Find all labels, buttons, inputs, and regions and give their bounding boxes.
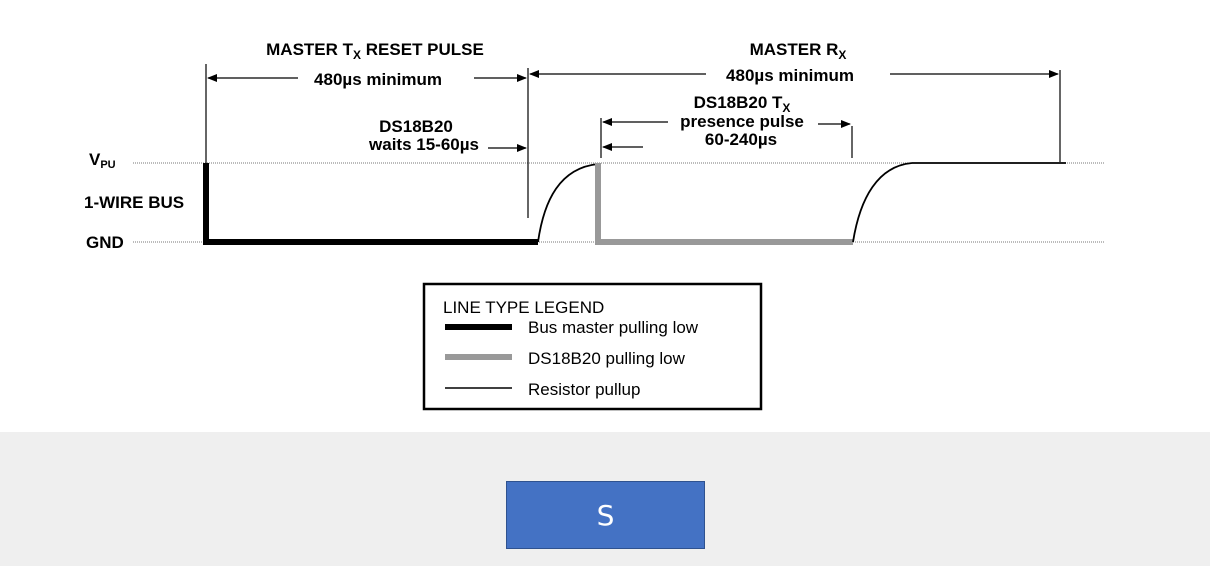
line-type-legend: LINE TYPE LEGEND Bus master pulling low … — [422, 282, 763, 411]
vpu-label: VPU — [89, 150, 116, 171]
ds18b20-waits-label-2: waits 15-60µs — [368, 135, 479, 154]
presence-pulse-label: presence pulse — [680, 112, 804, 131]
presence-pulse-time-label: 60-240µs — [705, 130, 777, 149]
timing-diagram-panel: MASTER TX RESET PULSE 480µs minimum MAST… — [0, 0, 1210, 432]
timing-diagram: MASTER TX RESET PULSE 480µs minimum MAST… — [84, 40, 1105, 411]
master-rx-time-label: 480µs minimum — [726, 66, 854, 85]
ds18b20-tx-label: DS18B20 TX — [694, 93, 791, 115]
bus-label: 1-WIRE BUS — [84, 193, 184, 212]
master-rx-label: MASTER RX — [750, 40, 847, 62]
ds18b20-low-trace — [595, 163, 853, 245]
ds18b20-waits-label-1: DS18B20 — [379, 117, 453, 136]
legend-title: LINE TYPE LEGEND — [443, 298, 604, 317]
gnd-label: GND — [86, 233, 124, 252]
legend-item-pullup: Resistor pullup — [528, 380, 640, 399]
pullup-rise-2 — [852, 162, 913, 243]
bus-master-low-trace — [203, 163, 538, 245]
s-button[interactable]: S — [506, 481, 705, 549]
legend-item-ds18b20: DS18B20 pulling low — [528, 349, 686, 368]
pullup-rise-1 — [537, 163, 599, 243]
legend-item-bus-master: Bus master pulling low — [528, 318, 699, 337]
master-tx-time-label: 480µs minimum — [314, 70, 442, 89]
master-tx-label: MASTER TX RESET PULSE — [266, 40, 484, 62]
